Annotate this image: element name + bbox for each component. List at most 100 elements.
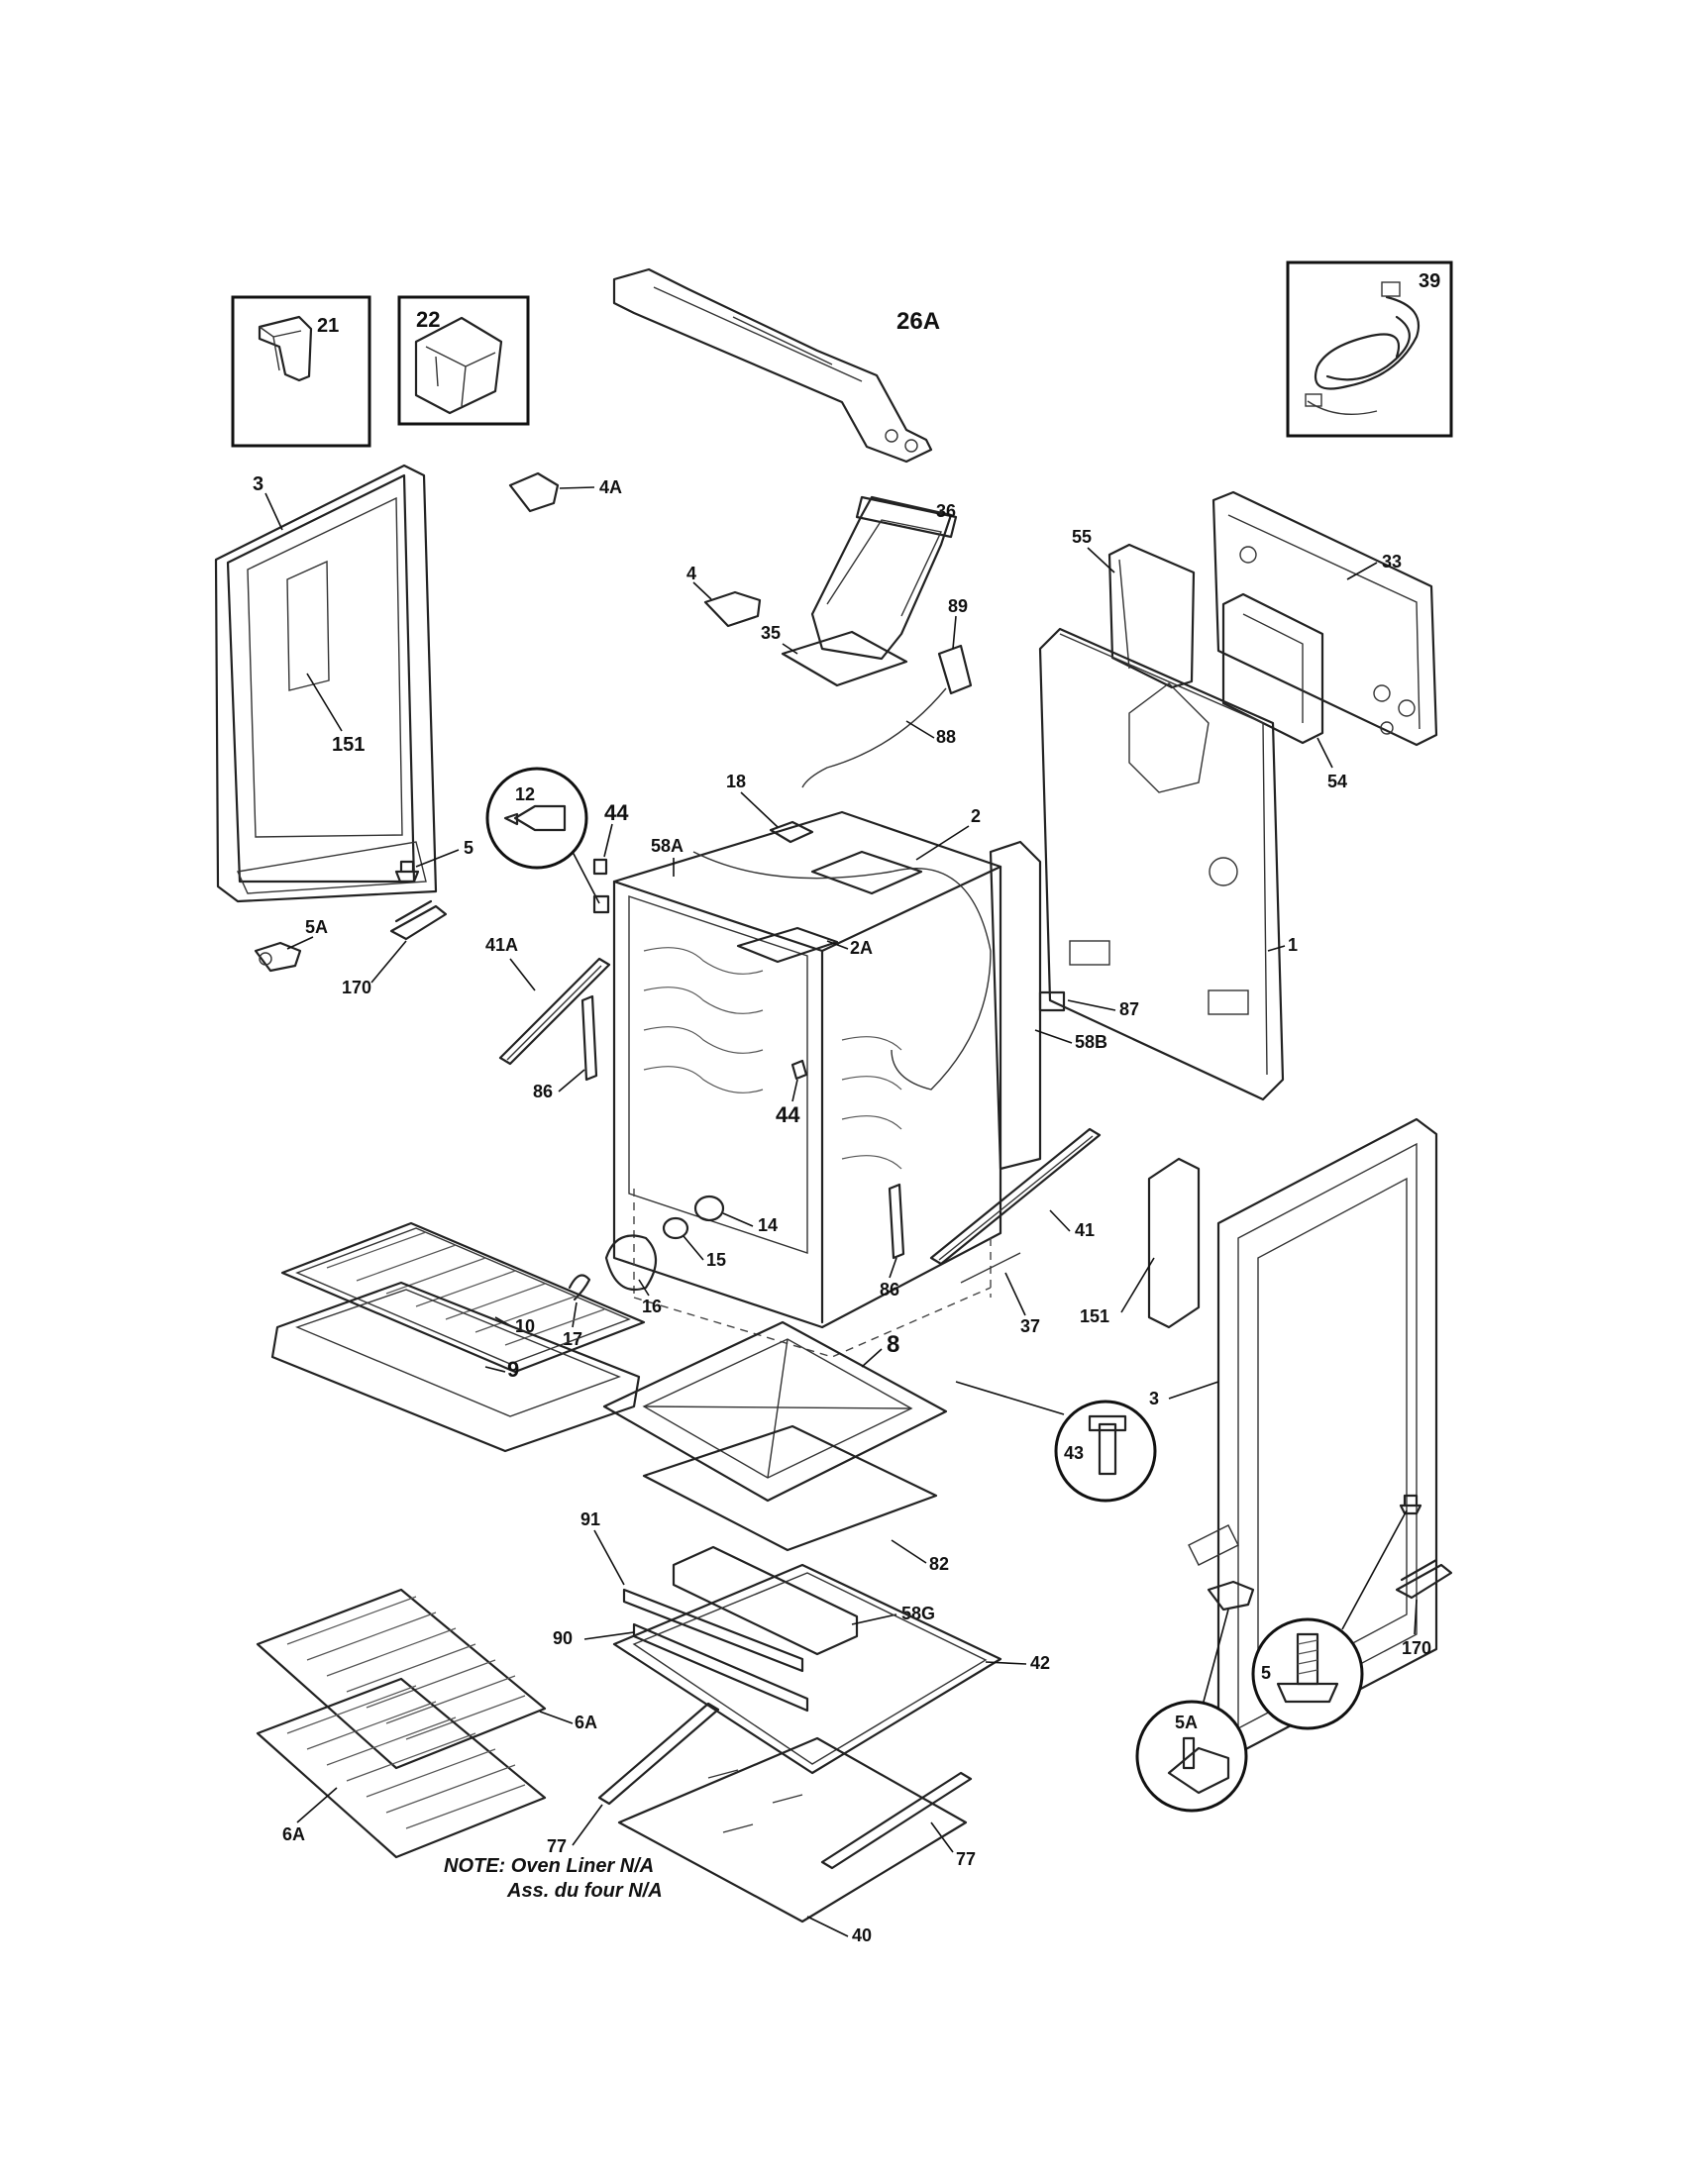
part-44-light-socket-mid[interactable]: 44 xyxy=(776,1059,808,1127)
part-12-switch-inset[interactable]: 12 xyxy=(485,767,600,904)
part-54-panel[interactable]: 54 xyxy=(1221,592,1347,791)
label-90: 90 xyxy=(553,1628,573,1648)
part-35-gasket[interactable]: 35 xyxy=(761,623,908,687)
label-55: 55 xyxy=(1072,527,1092,547)
note-line-2: Ass. du four N/A xyxy=(506,1880,663,1902)
label-4: 4 xyxy=(686,564,696,583)
part-44-light-socket-top[interactable]: 44 xyxy=(592,800,629,914)
label-88: 88 xyxy=(936,727,956,747)
part-6a-rack-upper[interactable]: 6A xyxy=(256,1588,597,1770)
label-6a-lower: 6A xyxy=(282,1824,305,1844)
oven-liner-note: NOTE: Oven Liner N/A Ass. du four N/A xyxy=(444,1855,663,1902)
part-5a-bracket-left[interactable]: 5A xyxy=(254,917,328,973)
part-17-clip[interactable]: 17 xyxy=(563,1274,591,1350)
label-10: 10 xyxy=(515,1316,535,1336)
part-40-drawer-bottom[interactable]: 40 xyxy=(617,1736,968,1945)
part-8-oven-bottom[interactable]: 8 xyxy=(602,1320,948,1503)
label-33: 33 xyxy=(1382,552,1402,572)
part-14-light-socket[interactable]: 14 xyxy=(693,1195,778,1235)
note-line-1: NOTE: Oven Liner N/A xyxy=(444,1855,654,1877)
label-77-right: 77 xyxy=(956,1849,976,1869)
part-86-clip-right[interactable]: 86 xyxy=(880,1183,905,1300)
part-88-wire[interactable]: 88 xyxy=(801,687,956,788)
part-4-bracket[interactable]: 4 xyxy=(686,564,762,628)
label-43: 43 xyxy=(1064,1443,1084,1463)
part-21-inset[interactable]: 21 xyxy=(231,295,371,448)
label-44-mid: 44 xyxy=(776,1102,800,1127)
part-41a-rail[interactable]: 41A xyxy=(485,935,611,1066)
label-77-left: 77 xyxy=(547,1836,567,1856)
part-1-back-panel[interactable]: 1 xyxy=(1038,627,1298,1101)
label-82: 82 xyxy=(929,1554,949,1574)
part-15-bulb[interactable]: 15 xyxy=(662,1216,726,1270)
label-39: 39 xyxy=(1419,270,1440,292)
label-58g: 58G xyxy=(901,1604,935,1623)
part-170-bracket-left[interactable]: 170 xyxy=(342,899,448,997)
label-41: 41 xyxy=(1075,1220,1095,1240)
label-8: 8 xyxy=(887,1331,899,1358)
label-151-right: 151 xyxy=(1080,1306,1109,1326)
part-58a-oven-cavity[interactable]: 58A xyxy=(612,810,1002,1358)
label-89: 89 xyxy=(948,596,968,616)
label-54: 54 xyxy=(1327,772,1347,791)
part-26a-bracket[interactable]: 26A xyxy=(612,267,940,464)
part-22-inset[interactable]: 22 xyxy=(397,295,530,426)
part-9-broiler-pan[interactable]: 9 xyxy=(270,1281,641,1453)
label-86-right: 86 xyxy=(880,1280,899,1300)
label-170-left: 170 xyxy=(342,978,371,997)
part-77-slide-right[interactable]: 77 xyxy=(820,1771,976,1870)
label-9: 9 xyxy=(507,1357,519,1382)
part-151-right-bracket[interactable]: 151 xyxy=(1080,1157,1201,1329)
label-3-right: 3 xyxy=(1149,1389,1159,1408)
part-2a-plate[interactable]: 2A xyxy=(736,926,873,964)
part-36-vent-duct[interactable]: 36 xyxy=(810,495,958,661)
part-18-bracket[interactable]: 18 xyxy=(726,772,814,844)
label-87: 87 xyxy=(1119,999,1139,1019)
label-14: 14 xyxy=(758,1215,778,1235)
part-170-bracket-right[interactable]: 170 xyxy=(1395,1558,1453,1658)
part-42-drawer-frame[interactable]: 42 xyxy=(612,1563,1050,1775)
label-170-right: 170 xyxy=(1402,1638,1431,1658)
label-21: 21 xyxy=(317,315,339,337)
part-6a-rack-lower[interactable]: 6A xyxy=(256,1677,547,1859)
label-12: 12 xyxy=(515,784,535,804)
part-3-left-side-panel[interactable]: 3 151 xyxy=(214,464,438,903)
part-37-wire[interactable]: 37 xyxy=(960,1252,1040,1336)
part-77-slide-left[interactable]: 77 xyxy=(547,1702,720,1856)
label-86-left: 86 xyxy=(533,1082,553,1101)
label-17: 17 xyxy=(563,1329,582,1349)
part-90-rail[interactable]: 90 xyxy=(553,1622,809,1713)
part-5-leveler-right[interactable]: 5 xyxy=(1251,1494,1422,1730)
part-4a-bracket[interactable]: 4A xyxy=(508,471,622,513)
label-22: 22 xyxy=(416,307,440,332)
part-82-heat-shield[interactable]: 82 xyxy=(642,1424,949,1574)
part-91-rail[interactable]: 91 xyxy=(580,1509,804,1673)
label-2: 2 xyxy=(971,806,981,826)
label-91: 91 xyxy=(580,1509,600,1529)
part-86-clip-left[interactable]: 86 xyxy=(533,994,598,1101)
label-4a: 4A xyxy=(599,477,622,497)
part-89-sensor[interactable]: 89 xyxy=(937,596,973,695)
part-16-lens[interactable]: 16 xyxy=(604,1234,662,1317)
part-33-back-cover[interactable]: 33 xyxy=(1211,490,1438,747)
part-2-insulation[interactable]: 2 xyxy=(692,806,992,1091)
part-10-broiler-grid[interactable]: 10 xyxy=(280,1221,646,1374)
label-2a: 2A xyxy=(850,938,873,958)
label-15: 15 xyxy=(706,1250,726,1270)
part-39-power-cord-inset[interactable]: 39 xyxy=(1286,260,1453,438)
label-36: 36 xyxy=(936,501,956,521)
label-1: 1 xyxy=(1288,935,1298,955)
part-55-panel[interactable]: 55 xyxy=(1072,527,1196,689)
part-41-rail[interactable]: 41 xyxy=(929,1127,1102,1266)
label-37: 37 xyxy=(1020,1316,1040,1336)
label-5-right: 5 xyxy=(1261,1663,1271,1683)
label-58a: 58A xyxy=(651,836,684,856)
label-26a: 26A xyxy=(896,308,940,335)
part-87-connector[interactable]: 87 xyxy=(1038,990,1139,1019)
part-58g-insulation[interactable]: 58G xyxy=(672,1545,935,1656)
part-5-leveler-left[interactable]: 5 xyxy=(394,838,474,884)
label-18: 18 xyxy=(726,772,746,791)
part-5a-bracket-right[interactable]: 5A xyxy=(1135,1580,1255,1813)
part-43-screw-inset[interactable]: 43 xyxy=(955,1381,1157,1503)
